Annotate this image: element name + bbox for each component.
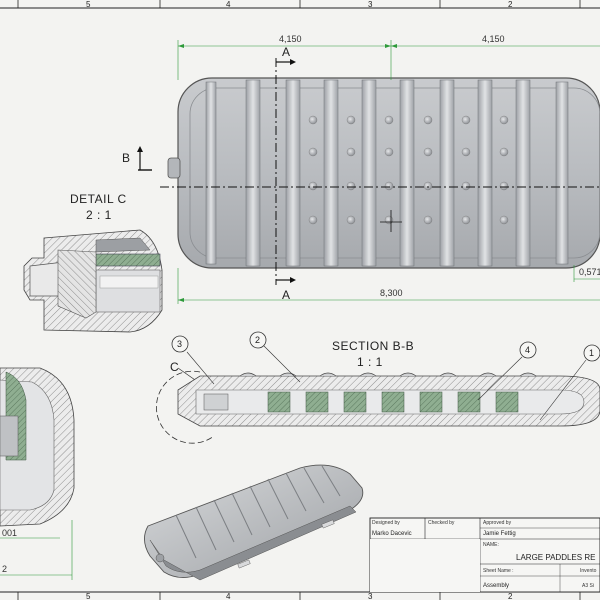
zone-label-bottom: 5: [86, 592, 91, 600]
dim-right: 4,150: [482, 34, 505, 44]
paddle-body-top: [177, 77, 600, 269]
dimples: [308, 115, 509, 225]
detail-c-scale: 2 : 1: [86, 208, 112, 222]
zone-label-bottom: 4: [226, 592, 231, 600]
detail-c-view: DETAIL C 2 : 1: [23, 192, 163, 333]
dim-small: 0,571: [579, 267, 600, 277]
part-name: LARGE PADDLES RE: [516, 553, 595, 562]
ribs: [205, 79, 569, 267]
sheet-name-label: Sheet Name :: [483, 568, 514, 574]
section-label-b: B: [122, 151, 131, 165]
approved-by: Jamie Fettig: [483, 531, 516, 537]
section-bb-view: SECTION B-B 1 : 1 C 3 2: [156, 331, 600, 444]
zone-label-top: 5: [86, 0, 91, 9]
designed-by-label: Designed by: [372, 520, 400, 526]
approved-by-label: Approved by: [483, 520, 512, 526]
balloons: 3 2 4 1: [171, 331, 600, 421]
balloon-1: 1: [589, 348, 594, 358]
section-bb-title: SECTION B-B: [332, 339, 414, 353]
size-value: A3 Si: [582, 583, 594, 589]
valve-nozzle: [167, 157, 181, 179]
zone-label-top: 2: [508, 0, 513, 9]
detail-c-circle: [156, 370, 215, 444]
sheet-name-value: Invento: [580, 568, 597, 574]
detail-c-marker: C: [170, 360, 179, 374]
left-section-view: 001 2: [0, 367, 75, 580]
checked-by-label: Checked by: [428, 520, 455, 526]
dim-total: 8,300: [380, 288, 403, 298]
zone-label-bottom: 2: [508, 592, 513, 600]
dim-left: 4,150: [279, 34, 302, 44]
internal-inserts: [267, 391, 519, 413]
zone-label-top: 4: [226, 0, 231, 9]
left-dim-b: 2: [2, 564, 7, 574]
dimensions: 4,150 4,150 8,300 0,571: [177, 34, 600, 304]
balloon-2: 2: [255, 335, 260, 345]
zone-label-bottom: 3: [368, 592, 373, 600]
isometric-view: [144, 464, 364, 581]
balloon-4: 4: [525, 345, 530, 355]
designed-by: Marko Dacevic: [372, 531, 412, 537]
name-label: NAME:: [483, 542, 499, 548]
section-label-a-top: A: [282, 45, 291, 59]
section-label-a-bottom: A: [282, 288, 291, 302]
top-view: B A A: [122, 45, 600, 302]
assembly-label: Assembly: [483, 583, 509, 589]
zone-label-top: 3: [368, 0, 373, 9]
title-block: Designed by Marko Dacevic Checked by App…: [369, 517, 600, 593]
balloon-3: 3: [177, 339, 182, 349]
section-bb-scale: 1 : 1: [357, 355, 383, 369]
detail-c-title: DETAIL C: [70, 192, 127, 206]
left-dim-a: 001: [2, 528, 17, 538]
